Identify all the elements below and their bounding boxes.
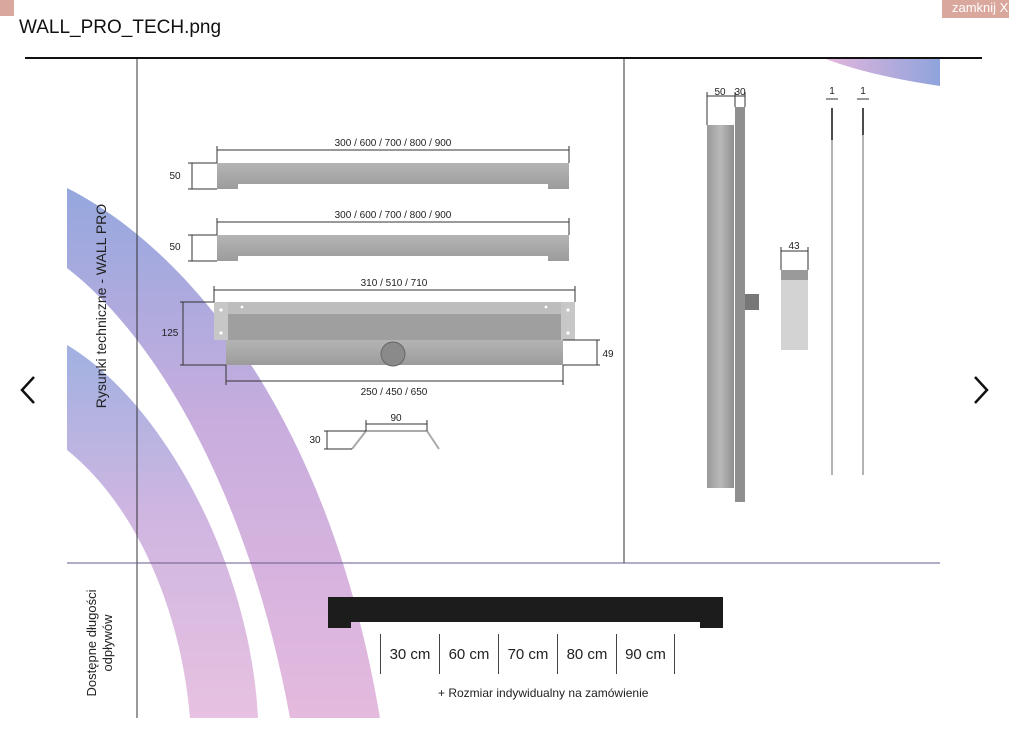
dim-side-50: 50 (714, 87, 726, 98)
second-bar-drawing: 300 / 600 / 700 / 800 / 900 50 (169, 210, 570, 262)
dim-box-top: 310 / 510 / 710 (361, 278, 428, 289)
available-length-bar (328, 597, 723, 628)
chevron-left-icon (20, 376, 35, 404)
dim-second-bar-length: 300 / 600 / 700 / 800 / 900 (335, 210, 452, 221)
dim-top-bar-length: 300 / 600 / 700 / 800 / 900 (335, 138, 452, 149)
dim-top-bar-height: 50 (169, 171, 181, 182)
drain-box-drawing: 310 / 510 / 710 125 49 250 / 450 / 650 (162, 278, 614, 398)
top-left-corner-tab (0, 0, 14, 16)
length-options: 30 cm 60 cm 70 cm 80 cm 90 cm (380, 634, 675, 674)
length-item: 80 cm (557, 634, 616, 674)
file-name-title: WALL_PRO_TECH.png (19, 17, 222, 38)
previous-image-button[interactable] (16, 372, 42, 408)
decorative-swoosh (67, 59, 940, 718)
section-lengths-label-line2: odpływów (100, 614, 115, 672)
length-item: 30 cm (380, 634, 439, 674)
title-divider (25, 57, 982, 59)
dim-plate-1b: 1 (860, 86, 866, 97)
dim-box-depth: 49 (602, 349, 614, 360)
chevron-right-icon (974, 376, 989, 404)
dim-side-30: 30 (734, 87, 746, 98)
section-tech-label: Rysunki techniczne - WALL PRO (93, 203, 109, 409)
length-item: 90 cm (616, 634, 675, 674)
length-item: 60 cm (439, 634, 498, 674)
dim-second-bar-height: 50 (169, 242, 181, 253)
dim-profile-width: 90 (390, 413, 402, 424)
dim-profile-height: 30 (309, 435, 321, 446)
profile-drawing: 90 30 (309, 413, 440, 450)
length-item: 70 cm (498, 634, 557, 674)
dim-box-height: 125 (162, 328, 179, 339)
section-lengths-label: Dostępne długości odpływów (84, 590, 116, 697)
close-button[interactable]: zamknij X (942, 0, 1009, 18)
side-view-drawing: 50 30 43 1 1 (706, 86, 869, 502)
dim-side-43: 43 (788, 241, 800, 252)
next-image-button[interactable] (967, 372, 993, 408)
top-bar-drawing: 300 / 600 / 700 / 800 / 900 50 (169, 138, 570, 190)
section-lengths-label-line1: Dostępne długości (84, 589, 99, 697)
dim-box-bottom: 250 / 450 / 650 (361, 387, 428, 398)
dim-plate-1a: 1 (829, 86, 835, 97)
custom-size-note: + Rozmiar indywidualny na zamówienie (438, 686, 649, 700)
